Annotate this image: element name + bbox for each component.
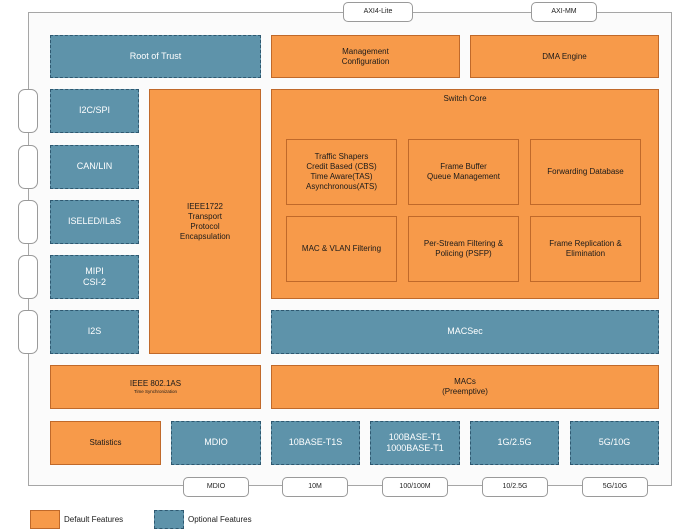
10m-port: 10M — [282, 477, 348, 497]
i2s-block: I2S — [50, 310, 139, 354]
ieee1722-block: IEEE1722 Transport Protocol Encapsulatio… — [149, 89, 261, 354]
100m-port: 100/100M — [382, 477, 448, 497]
psfp-block: Per-Stream Filtering & Policing (PSFP) — [408, 216, 519, 282]
forwarding-database-block: Forwarding Database — [530, 139, 641, 205]
side-connector-i2s — [18, 310, 38, 354]
i2c-spi-block: I2C/SPI — [50, 89, 139, 133]
ieee-8021as-block: IEEE 802.1AS Time Synchronization — [50, 365, 261, 409]
dma-engine-block: DMA Engine — [470, 35, 659, 78]
management-configuration-block: Management Configuration — [271, 35, 460, 78]
2-5g-port: 10/2.5G — [482, 477, 548, 497]
side-connector-i2c — [18, 89, 38, 133]
frame-replication-block: Frame Replication & Elimination — [530, 216, 641, 282]
legend-default-swatch — [30, 510, 60, 529]
5g-10g-port: 5G/10G — [582, 477, 648, 497]
can-lin-block: CAN/LIN — [50, 145, 139, 189]
side-connector-can — [18, 145, 38, 189]
axi4-lite-port: AXI4-Lite — [343, 2, 413, 22]
statistics-block: Statistics — [50, 421, 161, 465]
macs-block: MACs (Preemptive) — [271, 365, 659, 409]
100base-t1-block: 100BASE-T1 1000BASE-T1 — [370, 421, 460, 465]
mipi-csi2-block: MIPI CSI-2 — [50, 255, 139, 299]
10base-t1s-block: 10BASE-T1S — [271, 421, 360, 465]
legend-optional-swatch — [154, 510, 184, 529]
5g-10g-block: 5G/10G — [570, 421, 659, 465]
macsec-block: MACSec — [271, 310, 659, 354]
side-connector-iseled — [18, 200, 38, 244]
ieee-8021as-label: IEEE 802.1AS — [129, 379, 182, 389]
legend-optional-label: Optional Features — [188, 515, 252, 524]
traffic-shapers-block: Traffic Shapers Credit Based (CBS) Time … — [286, 139, 397, 205]
legend-default-label: Default Features — [64, 515, 124, 524]
switch-core-title: Switch Core — [443, 94, 487, 103]
mac-vlan-filtering-block: MAC & VLAN Filtering — [286, 216, 397, 282]
mdio-block: MDIO — [171, 421, 261, 465]
axi-mm-port: AXI-MM — [531, 2, 597, 22]
root-of-trust-block: Root of Trust — [50, 35, 261, 78]
frame-buffer-block: Frame Buffer Queue Management — [408, 139, 519, 205]
mdio-port: MDIO — [183, 477, 249, 497]
side-connector-mipi — [18, 255, 38, 299]
1g-2-5g-block: 1G/2.5G — [470, 421, 559, 465]
ieee-8021as-sublabel: Time Synchronization — [133, 389, 178, 395]
iseled-ilas-block: ISELED/ILaS — [50, 200, 139, 244]
